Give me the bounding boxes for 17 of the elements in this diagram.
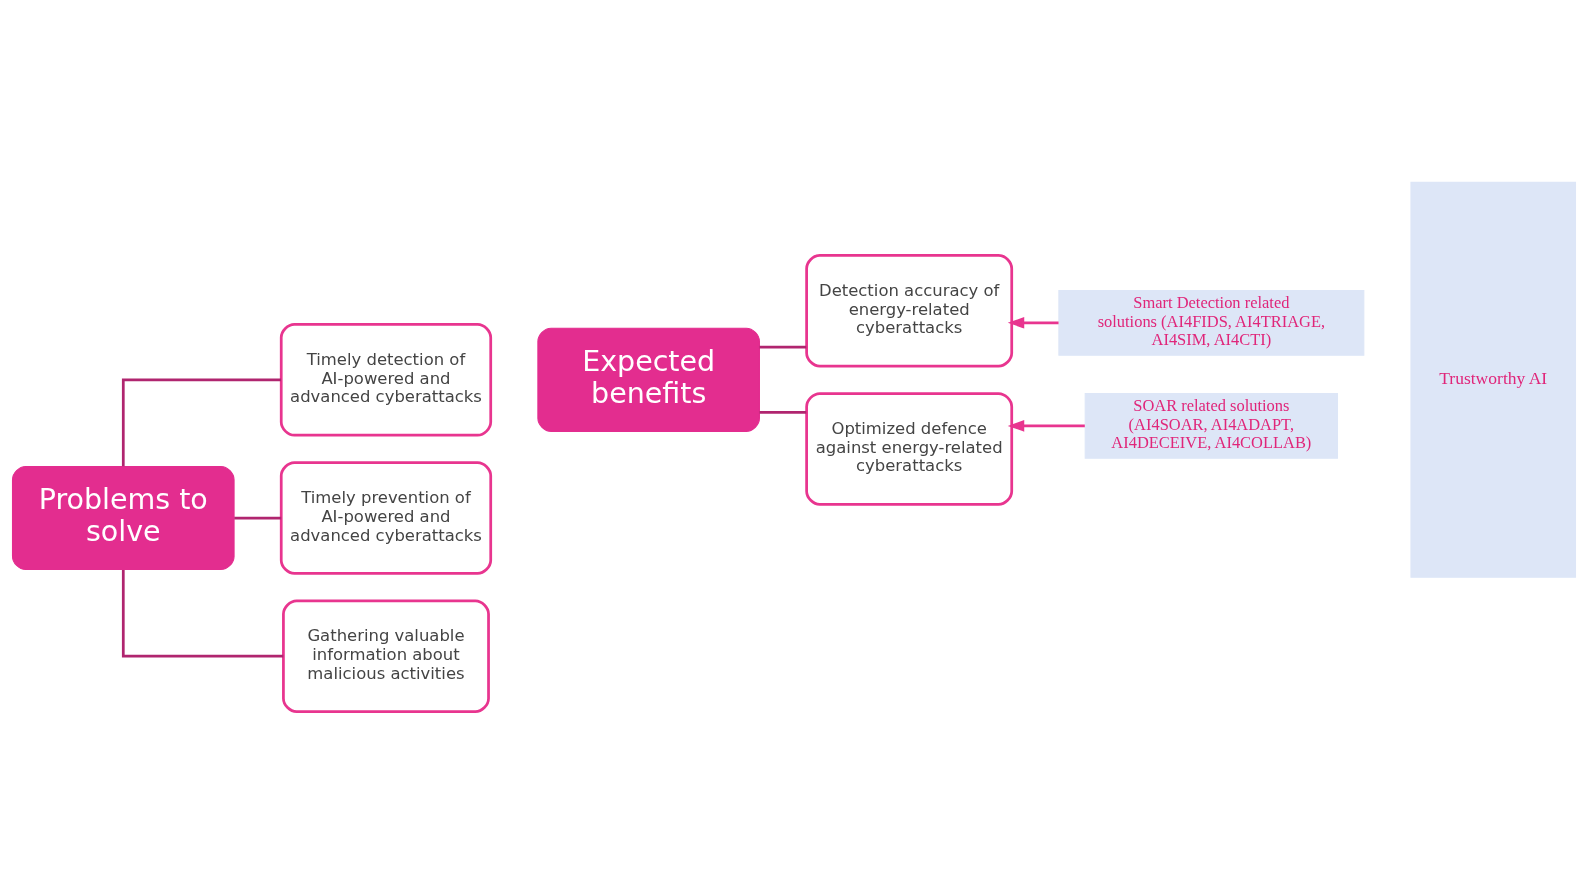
connector (234, 516, 282, 519)
node-box: Expected benefits (537, 327, 760, 432)
connector (759, 410, 807, 414)
arrow (1007, 419, 1085, 432)
node-box: Detection accuracy of energy-related cyberattacks (805, 253, 1014, 367)
node-box: Timely detection of AI-powered and advanced cyberattacks (279, 322, 493, 437)
node-box: Timely prevention of AI-powered and advanced cyberattacks (279, 460, 493, 575)
node-box: Smart Detection related solutions (AI4FIDS, AI4TRIAGE, AI4SIM, AI4CTI) (1058, 289, 1365, 356)
arrow (1007, 316, 1059, 329)
node-box: Optimized defence against energy-related cyberattacks (805, 391, 1014, 506)
connector (121, 377, 281, 466)
connector (121, 569, 284, 658)
node-box: Trustworthy AI (1410, 181, 1577, 578)
node-box: Problems to solve (11, 465, 235, 570)
node-box: Gathering valuable information about malicious activities (282, 598, 490, 713)
node-box: SOAR related solutions (AI4SOAR, AI4ADAPT, AI4DECEIVE, AI4COLLAB) (1084, 392, 1339, 459)
connector (759, 345, 807, 349)
